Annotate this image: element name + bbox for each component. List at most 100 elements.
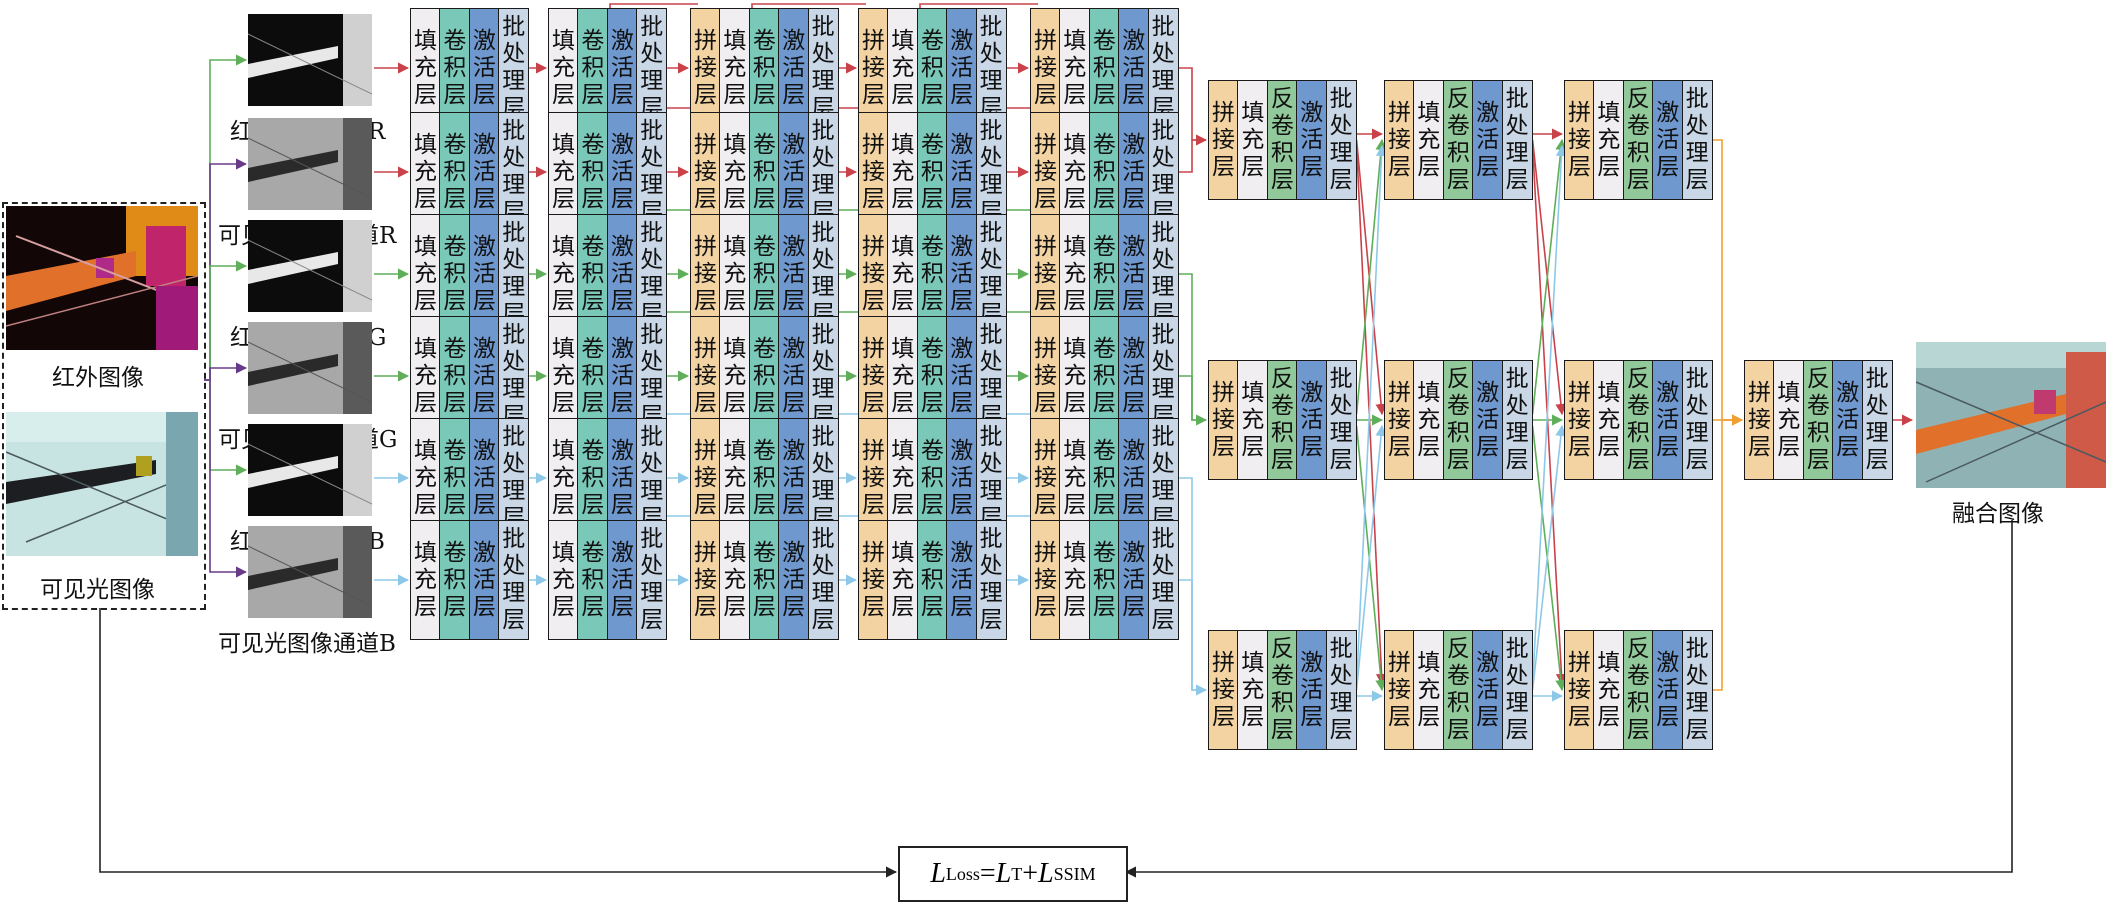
- infrared-channel-image: [248, 424, 372, 516]
- act-layer: 激活层: [1472, 630, 1504, 750]
- act-layer: 激活层: [1296, 80, 1328, 200]
- visible-input-label: 可见光图像: [40, 577, 155, 603]
- deconv-layer: 反卷积层: [1802, 360, 1834, 480]
- wire: [1124, 520, 2013, 878]
- decoder-col-4-stack-1: 拼接层填充层反卷积层激活层批处理层: [1744, 360, 1893, 480]
- fill-layer: 填充层: [410, 8, 441, 128]
- conv-layer: 卷积层: [1088, 112, 1120, 232]
- row-2-stack-5: 拼接层填充层卷积层激活层批处理层: [1030, 112, 1179, 232]
- infrared-channel-image: [248, 14, 372, 106]
- act-layer: 激活层: [1118, 520, 1150, 640]
- fill-layer: 填充层: [548, 316, 579, 436]
- infrared-input-image: [6, 206, 198, 350]
- act-layer: 激活层: [1832, 360, 1864, 480]
- row-4-stack-2: 填充层卷积层激活层批处理层: [548, 316, 668, 436]
- wire: [1712, 139, 1744, 426]
- fill-layer: 填充层: [410, 112, 441, 232]
- conv-layer: 卷积层: [577, 520, 609, 640]
- decoder-col-3-stack-3: 拼接层填充层反卷积层激活层批处理层: [1564, 630, 1713, 750]
- decoder-col-2-stack-1: 拼接层填充层反卷积层激活层批处理层: [1384, 80, 1533, 200]
- row-6-stack-4: 拼接层填充层卷积层激活层批处理层: [858, 520, 1007, 640]
- wire: [1355, 144, 1388, 685]
- act-layer: 激活层: [606, 418, 638, 538]
- row-4-stack-1: 填充层卷积层激活层批处理层: [410, 316, 530, 436]
- act-layer: 激活层: [778, 8, 810, 128]
- bn-layer: 批处理层: [1501, 360, 1533, 480]
- act-layer: 激活层: [1296, 630, 1328, 750]
- bn-layer: 批处理层: [636, 520, 668, 640]
- cat-layer: 拼接层: [1030, 418, 1061, 538]
- fill-layer: 填充层: [719, 418, 751, 538]
- loss-plus: +: [1022, 858, 1039, 889]
- row-2-stack-3: 拼接层填充层卷积层激活层批处理层: [690, 112, 839, 232]
- wire: [1178, 67, 1206, 141]
- row-5-stack-4: 拼接层填充层卷积层激活层批处理层: [858, 418, 1007, 538]
- deconv-layer: 反卷积层: [1266, 80, 1298, 200]
- act-layer: 激活层: [946, 316, 978, 436]
- deconv-layer: 反卷积层: [1442, 360, 1474, 480]
- row-1-stack-1: 填充层卷积层激活层批处理层: [410, 8, 530, 128]
- fill-layer: 填充层: [887, 520, 919, 640]
- cat-layer: 拼接层: [690, 316, 721, 436]
- row-3-stack-4: 拼接层填充层卷积层激活层批处理层: [858, 214, 1007, 334]
- conv-layer: 卷积层: [577, 112, 609, 232]
- wire: [1355, 138, 1387, 415]
- conv-layer: 卷积层: [916, 520, 948, 640]
- cat-layer: 拼接层: [1744, 360, 1775, 480]
- visible-channel-image: [248, 322, 372, 414]
- wire: [1178, 134, 1208, 173]
- row-1-stack-3: 拼接层填充层卷积层激活层批处理层: [690, 8, 839, 128]
- wire: [1712, 414, 1744, 691]
- decoder-col-1-stack-3: 拼接层填充层反卷积层激活层批处理层: [1208, 630, 1357, 750]
- conv-layer: 卷积层: [439, 112, 471, 232]
- act-layer: 激活层: [1118, 8, 1150, 128]
- fill-layer: 填充层: [548, 520, 579, 640]
- conv-layer: 卷积层: [748, 214, 780, 334]
- bn-layer: 批处理层: [498, 214, 530, 334]
- wire: [1531, 424, 1567, 691]
- row-2-stack-4: 拼接层填充层卷积层激活层批处理层: [858, 112, 1007, 232]
- bn-layer: 批处理层: [636, 8, 668, 128]
- conv-layer: 卷积层: [439, 520, 471, 640]
- act-layer: 激活层: [468, 8, 500, 128]
- fused-output-image: [1916, 342, 2106, 488]
- act-layer: 激活层: [778, 520, 810, 640]
- cat-layer: 拼接层: [1030, 214, 1061, 334]
- cat-layer: 拼接层: [1384, 630, 1415, 750]
- loss-equals: =: [979, 858, 996, 889]
- fill-layer: 填充层: [1593, 80, 1625, 200]
- wire: [204, 362, 248, 381]
- act-layer: 激活层: [468, 316, 500, 436]
- cat-layer: 拼接层: [1030, 520, 1061, 640]
- row-3-stack-1: 填充层卷积层激活层批处理层: [410, 214, 530, 334]
- fill-layer: 填充层: [1413, 360, 1445, 480]
- decoder-col-3-stack-1: 拼接层填充层反卷积层激活层批处理层: [1564, 80, 1713, 200]
- act-layer: 激活层: [606, 316, 638, 436]
- loss-l2: L: [995, 858, 1012, 889]
- input-images-frame: [2, 202, 206, 610]
- act-layer: 激活层: [1652, 80, 1684, 200]
- fill-layer: 填充层: [548, 8, 579, 128]
- conv-layer: 卷积层: [748, 112, 780, 232]
- fill-layer: 填充层: [1059, 418, 1091, 538]
- act-layer: 激活层: [946, 520, 978, 640]
- fill-layer: 填充层: [887, 214, 919, 334]
- act-layer: 激活层: [1472, 360, 1504, 480]
- conv-layer: 卷积层: [916, 8, 948, 128]
- loss-l3: L: [1038, 858, 1054, 889]
- row-1-stack-2: 填充层卷积层激活层批处理层: [548, 8, 668, 128]
- infrared-input-label: 红外图像: [52, 365, 144, 391]
- fill-layer: 填充层: [1059, 520, 1091, 640]
- act-layer: 激活层: [1472, 80, 1504, 200]
- decoder-col-2-stack-3: 拼接层填充层反卷积层激活层批处理层: [1384, 630, 1533, 750]
- wire: [1178, 375, 1208, 426]
- bn-layer: 批处理层: [498, 316, 530, 436]
- act-layer: 激活层: [468, 418, 500, 538]
- act-layer: 激活层: [1652, 630, 1684, 750]
- loss-sub-t: T: [1011, 863, 1023, 884]
- visible-channel-image: [248, 118, 372, 210]
- fill-layer: 填充层: [719, 520, 751, 640]
- visible-input-image: [6, 412, 198, 556]
- wire: [1531, 138, 1567, 415]
